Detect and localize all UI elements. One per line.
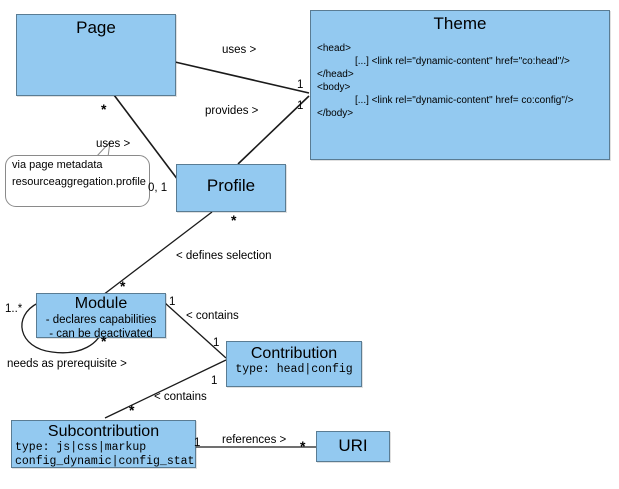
theme-code-line-0: <head> <box>317 43 351 54</box>
edge-label-page-uses-profile: uses > <box>96 138 131 150</box>
theme-code-line-4: [...] <link rel="dynamic-content" href= … <box>355 95 574 106</box>
mult-page-uses-profile-star: * <box>101 101 107 117</box>
edge-label-module-contains-contribution: < contains <box>186 310 239 322</box>
mult-subcontribution-references-1: 1 <box>194 437 201 449</box>
mult-contribution-contains-1: 1 <box>213 337 220 349</box>
edge-contribution-contains-subcontribution <box>104 359 227 419</box>
theme-code-line-2: </head> <box>317 69 354 80</box>
mult-module-contains-contribution-1: 1 <box>169 296 176 308</box>
theme-code-line-5: </body> <box>317 108 354 119</box>
class-box-uri[interactable]: URI <box>316 431 390 462</box>
class-box-subcontribution[interactable]: Subcontribution type: js|css|markup conf… <box>11 420 196 468</box>
class-box-module[interactable]: Module - declares capabilities - can be … <box>36 293 166 340</box>
class-box-theme[interactable]: Theme <head> [...] <link rel="dynamic-con… <box>310 10 610 160</box>
edge-label-page-uses-theme: uses > <box>222 44 257 56</box>
class-box-profile[interactable]: Profile <box>176 164 286 212</box>
edge-profile-defines-module <box>102 211 213 296</box>
class-box-contribution[interactable]: Contribution type: head|config <box>226 341 362 387</box>
edge-module-self-prerequisite <box>21 302 104 354</box>
edge-page-uses-theme <box>174 61 310 94</box>
class-name-page: Page <box>76 18 116 37</box>
mult-subcontribution-contains-star: * <box>129 402 135 418</box>
class-name-profile: Profile <box>206 176 256 195</box>
mult-profile-uses-0-1: 0, 1 <box>148 182 168 194</box>
mult-module-self-target: * <box>101 333 107 349</box>
mult-uri-references-star: * <box>300 438 306 454</box>
theme-code-line-1: [...] <link rel="dynamic-content" href="… <box>355 56 570 67</box>
note-callout[interactable]: via page metadata resourceaggregation.pr… <box>5 155 150 207</box>
class-attr-contribution: type: head|config <box>235 363 353 376</box>
edge-module-contains-contribution <box>164 302 227 359</box>
edge-profile-provides-theme <box>237 95 310 165</box>
mult-contribution-subcontribution-1: 1 <box>211 375 218 387</box>
class-box-page[interactable]: Page <box>16 14 176 96</box>
note-line-1: via page metadata <box>12 159 103 171</box>
mult-theme-uses-1: 1 <box>297 79 304 91</box>
note-line-2: resourceaggregation.profile <box>12 176 146 188</box>
mult-module-self-source: 1..* <box>5 303 23 315</box>
edge-label-profile-provides-theme: provides > <box>205 105 259 117</box>
edge-label-contribution-contains-subcontribution: < contains <box>154 391 207 403</box>
class-attr-module-1: - can be deactivated <box>49 328 153 340</box>
edge-label-profile-defines-module: < defines selection <box>176 250 272 262</box>
class-name-uri: URI <box>338 436 368 455</box>
mult-module-defines-star: * <box>120 278 126 294</box>
class-name-theme: Theme <box>433 14 487 33</box>
class-name-contribution: Contribution <box>250 345 338 362</box>
class-body-theme-code: <head> [...] <link rel="dynamic-content" … <box>311 34 609 120</box>
theme-code-line-3: <body> <box>317 82 351 93</box>
class-name-subcontribution: Subcontribution <box>47 423 160 440</box>
edge-label-module-self-prerequisite: needs as prerequisite > <box>7 358 127 370</box>
class-name-module: Module <box>74 295 128 312</box>
mult-theme-provides-1: 1 <box>297 100 304 112</box>
edge-label-subcontribution-references-uri: references > <box>222 434 287 446</box>
class-attr-module-0: - declares capabilities <box>45 314 157 326</box>
edge-page-uses-profile <box>113 94 179 181</box>
mult-profile-defines-star: * <box>231 212 237 228</box>
class-attr-subcontribution: type: js|css|markup config_dynamic|confi… <box>15 441 195 468</box>
